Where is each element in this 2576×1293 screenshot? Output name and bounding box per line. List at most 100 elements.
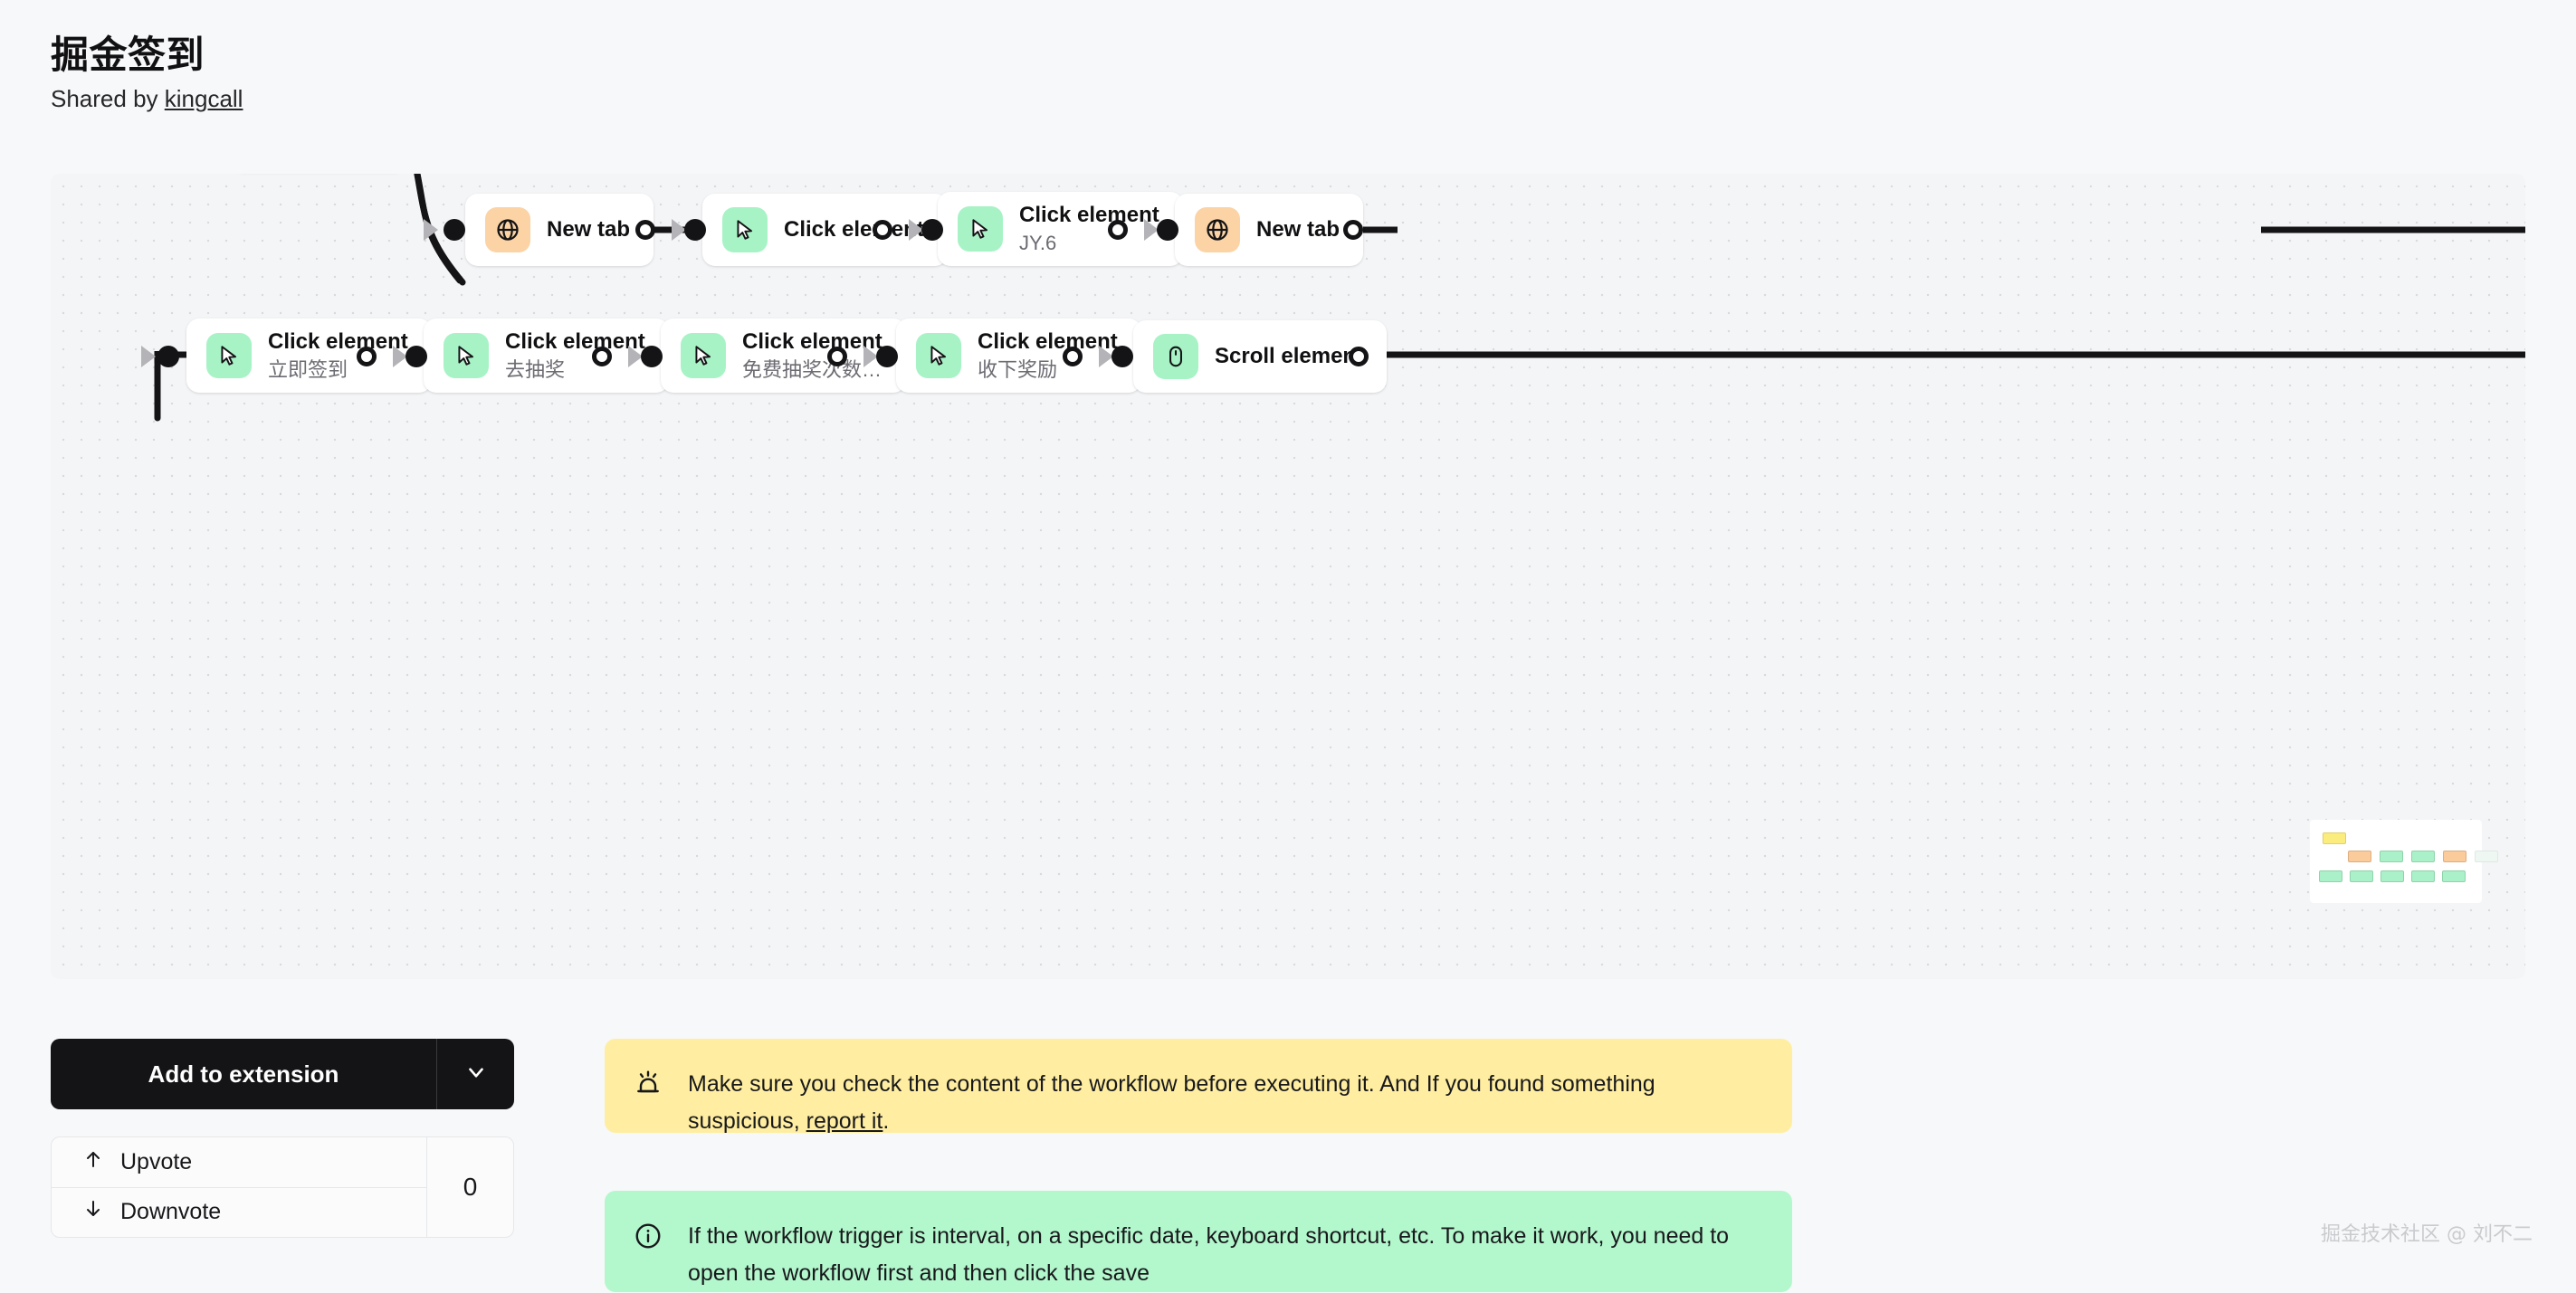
minimap-node [2380, 870, 2404, 882]
minimap-node [2348, 851, 2371, 862]
node-title: Click element [268, 328, 408, 354]
cursor-icon [444, 333, 489, 378]
downvote-button[interactable]: Downvote [52, 1186, 426, 1238]
handle-in-signin[interactable] [157, 346, 179, 367]
handle-out-claim-reward[interactable] [1063, 347, 1083, 366]
minimap-node [2323, 832, 2346, 844]
node-title: Click element [742, 328, 883, 354]
canvas-minimap[interactable] [2310, 820, 2498, 903]
arrow-head [909, 219, 923, 241]
minimap-node [2411, 870, 2435, 882]
node-scroll-element[interactable]: Scroll element [1133, 320, 1388, 393]
workflow-edges [154, 174, 2525, 422]
author-link[interactable]: kingcall [164, 85, 243, 113]
globe-icon [485, 207, 530, 252]
node-title: New tab [1256, 216, 1340, 242]
node-title: Click element [978, 328, 1118, 354]
handle-in-lottery[interactable] [405, 346, 427, 367]
add-to-extension-dropdown-button[interactable] [436, 1039, 514, 1109]
handle-out-new-tab-2[interactable] [1343, 220, 1363, 240]
upvote-label: Upvote [120, 1148, 193, 1174]
info-icon [634, 1218, 664, 1263]
warning-alert: Make sure you check the content of the w… [605, 1039, 1792, 1134]
chevron-down-icon [464, 1060, 488, 1089]
node-subtitle: 免费抽奖次数… [742, 357, 883, 381]
vote-count: 0 [426, 1137, 513, 1237]
cursor-icon [722, 207, 768, 252]
arrow-head [1144, 219, 1159, 241]
node-click-element-jy6[interactable]: Click element JY.6 [938, 192, 1183, 266]
node-title: Click element [505, 328, 645, 354]
cursor-icon [681, 333, 726, 378]
arrow-head [628, 346, 643, 367]
handle-in-scroll[interactable] [1111, 346, 1133, 367]
warning-alert-text: Make sure you check the content of the w… [688, 1066, 1761, 1134]
handle-out-signin[interactable] [357, 347, 377, 366]
arrow-head [863, 346, 878, 367]
handle-out-click-1[interactable] [873, 220, 892, 240]
shared-by-label: Shared by [51, 85, 165, 113]
node-subtitle: 收下奖励 [978, 357, 1058, 381]
minimap-node [2319, 870, 2342, 882]
node-new-tab-1[interactable]: New tab [465, 194, 654, 266]
node-title: New tab [547, 216, 631, 242]
mouse-icon [1153, 334, 1198, 379]
upvote-button[interactable]: Upvote [52, 1137, 426, 1187]
minimap-node [2443, 851, 2466, 862]
handle-in-free-draws[interactable] [641, 346, 663, 367]
node-subtitle: 立即签到 [268, 357, 348, 381]
report-it-link[interactable]: report it [806, 1108, 883, 1135]
arrow-head [424, 219, 438, 241]
info-alert-text: If the workflow trigger is interval, on … [688, 1223, 1730, 1287]
watermark: 掘金技术社区 @ 刘不二 [2321, 1223, 2533, 1246]
vote-box[interactable]: Upvote Downvote 0 [51, 1136, 514, 1238]
warning-text-before: Make sure you check the content of the w… [688, 1071, 1655, 1135]
handle-in-claim-reward[interactable] [876, 346, 898, 367]
node-title: Click element [784, 216, 924, 242]
node-click-element-1[interactable]: Click element [702, 194, 948, 266]
arrow-head [672, 219, 686, 241]
add-to-extension-group[interactable]: Add to extension [51, 1039, 514, 1109]
shared-by-line: Shared by kingcall [51, 85, 243, 113]
warning-text-after: . [883, 1108, 890, 1135]
vote-actions: Upvote Downvote [52, 1137, 426, 1237]
info-alert: If the workflow trigger is interval, on … [605, 1191, 1792, 1292]
minimap-node [2442, 870, 2466, 882]
handle-in-click-1[interactable] [684, 219, 706, 241]
minimap-node [2380, 851, 2403, 862]
cursor-icon [916, 333, 961, 378]
node-title: Click element [1019, 202, 1159, 227]
minimap-node [2411, 851, 2435, 862]
page-title: 掘金签到 [51, 33, 205, 76]
cursor-icon [206, 333, 252, 378]
workflow-canvas[interactable]: Trigger New tab Click element [51, 174, 2525, 979]
arrow-up-icon [82, 1148, 104, 1176]
handle-out-scroll[interactable] [1349, 347, 1369, 366]
node-click-element-free-draws[interactable]: Click element 免费抽奖次数… [661, 318, 906, 393]
arrow-head [141, 346, 156, 367]
node-subtitle: JY.6 [1019, 231, 1057, 254]
node-click-element-signin[interactable]: Click element 立即签到 [186, 318, 432, 393]
node-subtitle: 去抽奖 [505, 357, 566, 381]
handle-in-new-tab-1[interactable] [444, 219, 465, 241]
handle-in-new-tab-2[interactable] [1157, 219, 1178, 241]
cursor-icon [958, 206, 1003, 252]
node-click-element-lottery[interactable]: Click element 去抽奖 [424, 318, 669, 393]
handle-out-new-tab-1[interactable] [635, 220, 655, 240]
add-to-extension-button[interactable]: Add to extension [148, 1060, 339, 1088]
arrow-head [393, 346, 407, 367]
globe-icon [1195, 207, 1240, 252]
arrow-down-icon [82, 1198, 104, 1226]
handle-in-click-jy6[interactable] [921, 219, 943, 241]
minimap-node [2350, 870, 2373, 882]
handle-out-lottery[interactable] [592, 347, 612, 366]
arrow-head [1099, 346, 1113, 367]
page-header: 掘金签到 Shared by kingcall [51, 33, 243, 114]
minimap-node [2475, 851, 2498, 862]
handle-out-click-jy6[interactable] [1108, 220, 1128, 240]
downvote-label: Downvote [120, 1199, 222, 1225]
node-title: Scroll element [1215, 343, 1364, 368]
handle-out-free-draws[interactable] [827, 347, 847, 366]
node-new-tab-2[interactable]: New tab [1175, 194, 1364, 266]
siren-icon [634, 1066, 664, 1104]
